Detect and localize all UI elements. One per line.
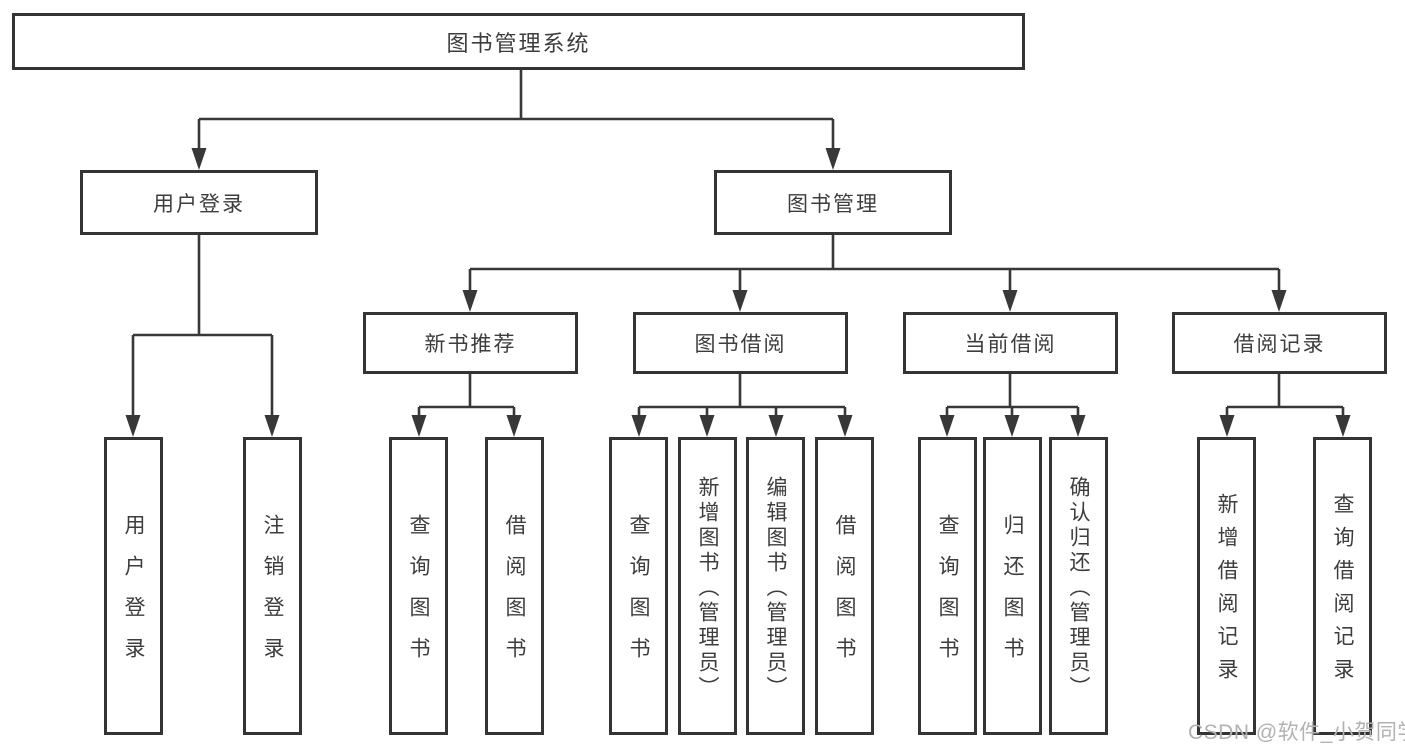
- leaf-query-books-recommend: 查询图书: [389, 437, 448, 735]
- leaf-label: 借阅图书: [503, 514, 526, 678]
- node-label: 图书借阅: [694, 333, 787, 356]
- leaf-label: 归还图书: [1001, 514, 1024, 678]
- leaf-label: 用户登录: [122, 514, 145, 678]
- node-label: 当前借阅: [964, 333, 1057, 356]
- leaf-borrow-books: 借阅图书: [815, 437, 874, 735]
- leaf-label: 新增借阅记录: [1215, 493, 1238, 691]
- node-book-borrowing: 图书借阅: [633, 312, 848, 374]
- watermark: CSDN @软件_小贺同学: [1188, 721, 1405, 744]
- leaf-edit-book-admin: 编辑图书（管理员）: [746, 437, 805, 735]
- node-book-management: 图书管理: [714, 170, 952, 235]
- leaf-label: 查询图书: [627, 514, 650, 678]
- leaf-add-borrow-record: 新增借阅记录: [1197, 437, 1256, 735]
- node-label: 图书管理系统: [446, 30, 591, 56]
- node-borrowing-records: 借阅记录: [1172, 312, 1387, 374]
- leaf-label: 新增图书（管理员）: [696, 475, 719, 701]
- leaf-add-book-admin: 新增图书（管理员）: [678, 437, 737, 735]
- leaf-query-books-current: 查询图书: [918, 437, 977, 735]
- leaf-label: 编辑图书（管理员）: [764, 475, 787, 701]
- leaf-query-borrow-record: 查询借阅记录: [1313, 437, 1372, 735]
- leaf-query-books-borrow: 查询图书: [609, 437, 668, 735]
- leaf-label: 查询图书: [936, 514, 959, 678]
- leaf-label: 注销登录: [261, 514, 284, 678]
- leaf-borrow-books-recommend: 借阅图书: [485, 437, 544, 735]
- leaf-label: 确认归还（管理员）: [1067, 475, 1090, 701]
- leaf-label: 查询图书: [407, 514, 430, 678]
- leaf-label: 借阅图书: [833, 514, 856, 678]
- node-current-borrowing: 当前借阅: [903, 312, 1118, 374]
- leaf-label: 查询借阅记录: [1331, 493, 1354, 691]
- leaf-confirm-return-admin: 确认归还（管理员）: [1049, 437, 1108, 735]
- node-label: 用户登录: [153, 192, 245, 216]
- leaf-user-login: 用户登录: [104, 437, 163, 735]
- leaf-logout: 注销登录: [243, 437, 302, 735]
- node-new-book-recommendation: 新书推荐: [363, 312, 578, 374]
- node-library-management-system: 图书管理系统: [12, 13, 1025, 70]
- node-label: 图书管理: [787, 192, 879, 216]
- node-label: 借阅记录: [1233, 333, 1326, 356]
- node-label: 新书推荐: [424, 333, 517, 356]
- leaf-return-book: 归还图书: [983, 437, 1042, 735]
- node-user-login: 用户登录: [80, 170, 318, 235]
